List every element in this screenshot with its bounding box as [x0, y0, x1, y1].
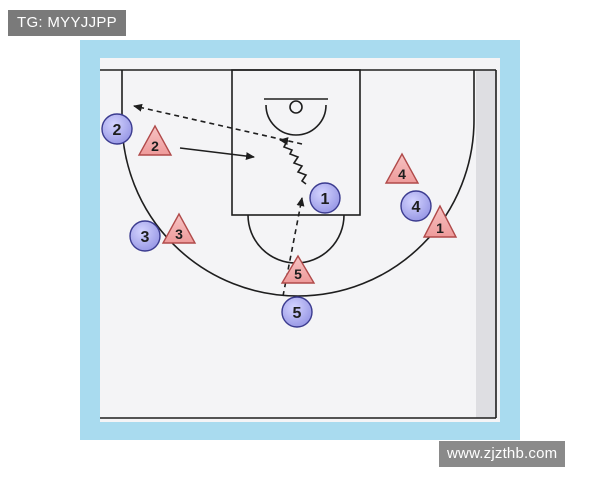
offense-players: [101, 113, 432, 328]
watermark-top: TG: MYYJJPP: [8, 10, 126, 36]
cut-arrow-offense-5: [282, 197, 305, 297]
offense-player-4: [400, 190, 432, 222]
offense-label-5: 5: [293, 305, 302, 322]
watermark-bottom: www.zjzthb.com: [439, 441, 566, 467]
hoop: [289, 100, 303, 114]
defense-label-5: 5: [294, 266, 302, 282]
offense-player-3: [129, 220, 161, 252]
defense-label-4: 4: [398, 166, 406, 182]
offense-label-2: 2: [113, 122, 122, 139]
offense-label-4: 4: [412, 199, 421, 216]
offense-label-3: 3: [141, 229, 150, 246]
restricted-arc: [265, 104, 327, 136]
defense-player-1: [422, 204, 458, 238]
offense-label-1: 1: [321, 191, 330, 208]
paint-key: [231, 69, 361, 216]
offense-player-5: [281, 296, 313, 328]
defense-player-2: [137, 124, 173, 156]
movement-lines: [133, 103, 308, 297]
offense-player-2: [101, 113, 133, 145]
pass-arrow: [133, 103, 303, 145]
defense-label-3: 3: [175, 226, 183, 242]
court-right-shade: [476, 70, 496, 418]
defense-players: [137, 124, 458, 284]
defense-player-5: [280, 254, 316, 284]
dribble-arrow: [279, 137, 308, 185]
offense-player-1: [309, 182, 341, 214]
cut-arrow-defense-2: [179, 147, 255, 161]
defense-player-3: [161, 212, 197, 244]
defense-player-4: [384, 152, 420, 184]
defense-label-2: 2: [151, 138, 159, 154]
three-point-arc: [121, 70, 475, 297]
defense-label-1: 1: [436, 220, 444, 236]
